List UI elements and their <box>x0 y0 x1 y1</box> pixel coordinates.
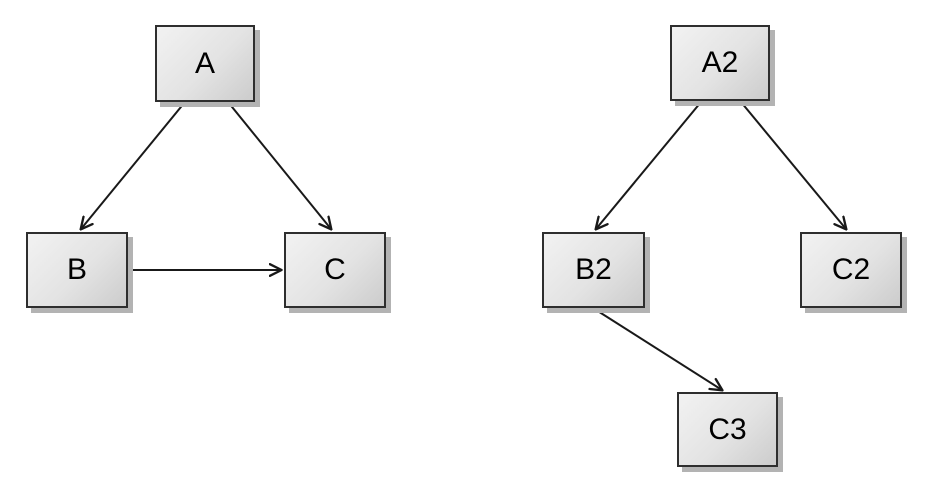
node-label: C3 <box>708 412 747 446</box>
node-label: B <box>66 253 87 286</box>
node-label: B2 <box>575 253 612 286</box>
node-A[interactable]: A <box>155 25 255 102</box>
edge-A2-to-C2 <box>740 101 848 231</box>
node-C[interactable]: C <box>284 232 386 308</box>
node-B[interactable]: B <box>26 232 128 308</box>
node-label: C <box>324 253 346 286</box>
node-B2[interactable]: B2 <box>542 232 645 308</box>
node-label: A2 <box>701 46 739 79</box>
edge-A-to-B <box>79 101 186 231</box>
node-C3[interactable]: C3 <box>677 392 778 467</box>
edge-B2-to-C3 <box>592 307 724 392</box>
node-label: A <box>194 46 215 80</box>
edge-A2-to-B2 <box>594 101 702 231</box>
node-C2[interactable]: C2 <box>800 232 902 308</box>
edge-A-to-C <box>227 101 333 231</box>
node-A2[interactable]: A2 <box>670 25 770 101</box>
node-label: C2 <box>831 253 871 286</box>
